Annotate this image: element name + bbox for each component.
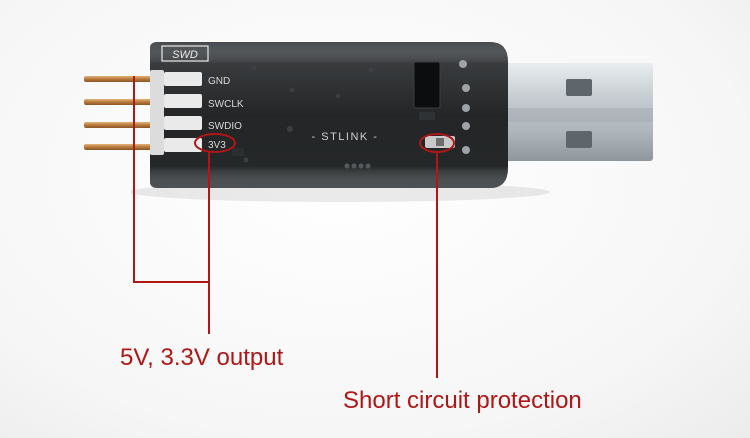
protection-caption: Short circuit protection [343, 387, 582, 414]
stlink-silkscreen: - STLINK - [312, 131, 379, 143]
usb-hole-top [566, 79, 592, 96]
fuse-body [436, 138, 444, 146]
usb-solder-pads [459, 60, 470, 154]
usb-shell-band [505, 108, 653, 122]
swd-tag-box [161, 45, 209, 62]
vias [243, 65, 374, 163]
usb-plug [504, 63, 653, 161]
header-housing-1 [164, 72, 202, 86]
header-housing-4 [164, 138, 202, 152]
usb-hole-bottom [566, 131, 592, 148]
line-5v [133, 76, 209, 283]
led-pads [344, 163, 371, 169]
pin-label-swclk: SWCLK [208, 99, 244, 110]
annotation-ellipse-3v3 [194, 133, 236, 153]
regulator-chip [413, 61, 441, 109]
pin-label-3v3: 3V3 [208, 140, 226, 151]
pin-label-swdio: SWDIO [208, 121, 242, 132]
header-housing-2 [164, 94, 202, 108]
usb-shell [505, 63, 653, 161]
heat-shrink-sheen [150, 42, 508, 188]
smd-resistor [419, 112, 435, 120]
smd-cap [232, 148, 244, 156]
output-caption: 5V, 3.3V output [120, 344, 284, 371]
swd-label: SWD [172, 49, 198, 61]
header-housing-left [150, 70, 164, 155]
pin-label-gnd: GND [208, 76, 230, 87]
annotation-lines [133, 76, 438, 378]
pcb: SWD GND SWCLK SWDIO 3V3 [150, 42, 508, 188]
header-housing-3 [164, 116, 202, 130]
